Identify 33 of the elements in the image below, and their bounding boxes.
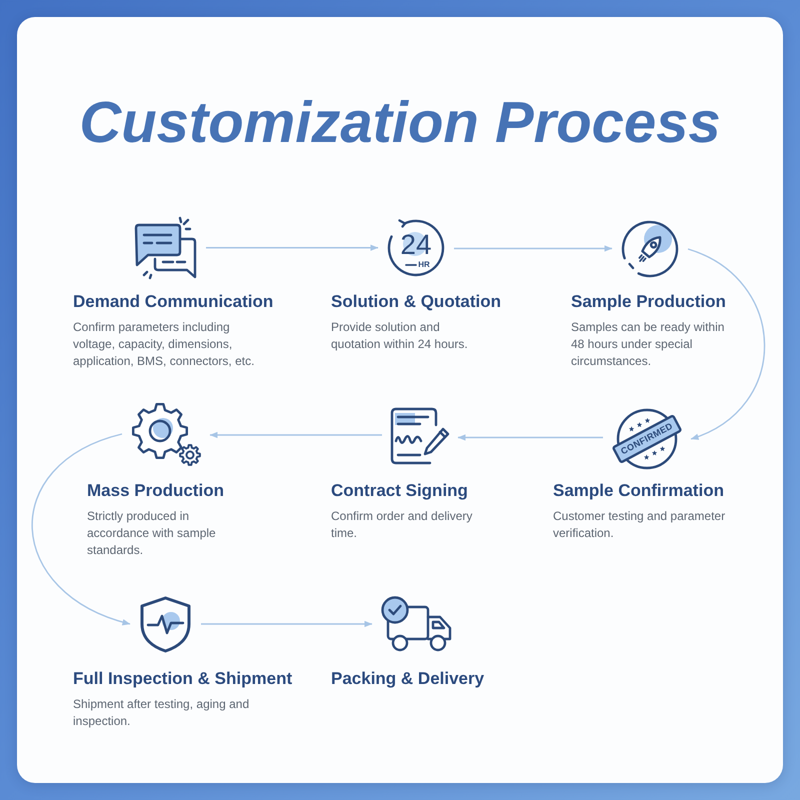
circular-arrow-icon [386,218,446,278]
arrow [458,434,603,441]
step-title: Mass Production [87,481,224,501]
step-title: Sample Production [571,292,726,312]
truck-icon [380,595,454,653]
arrow [210,432,382,438]
arrow [201,620,372,628]
hour-number: 24 [400,231,432,259]
hour-unit: HR [418,261,430,269]
curved-arrow [32,433,130,625]
arrow [206,244,378,251]
step-title: Full Inspection & Shipment [73,669,292,689]
step-title: Solution & Quotation [331,292,501,312]
title: Customization Process [79,94,721,152]
arrow [454,245,612,252]
chat-bubbles-icon [133,215,198,280]
step-description: Confirm order and delivery time. [331,508,474,542]
step-description: Customer testing and parameter verification. [553,508,726,542]
step-description: Samples can be ready within 48 hours under special circumstances. [571,319,726,370]
step-title: Packing & Delivery [331,669,484,689]
curved-arrow [688,248,766,440]
step-title: Sample Confirmation [553,481,724,501]
step-description: Provide solution and quotation within 24 hours. [331,319,469,353]
signed-document-icon [390,407,450,465]
step-description: Shipment after testing, aging and inspection. [73,696,250,730]
step-description: Strictly produced in accordance with sample standards. [87,508,217,559]
step-description: Confirm parameters including voltage, capacity, dimensions, application, BMS, connectors, etc. [73,319,256,370]
gears-icon [130,401,202,467]
step-title: Contract Signing [331,481,468,501]
stamp-icon [611,406,683,472]
shield-pulse-icon [138,595,193,653]
rocket-icon [620,219,680,279]
step-title: Demand Communication [73,292,274,312]
